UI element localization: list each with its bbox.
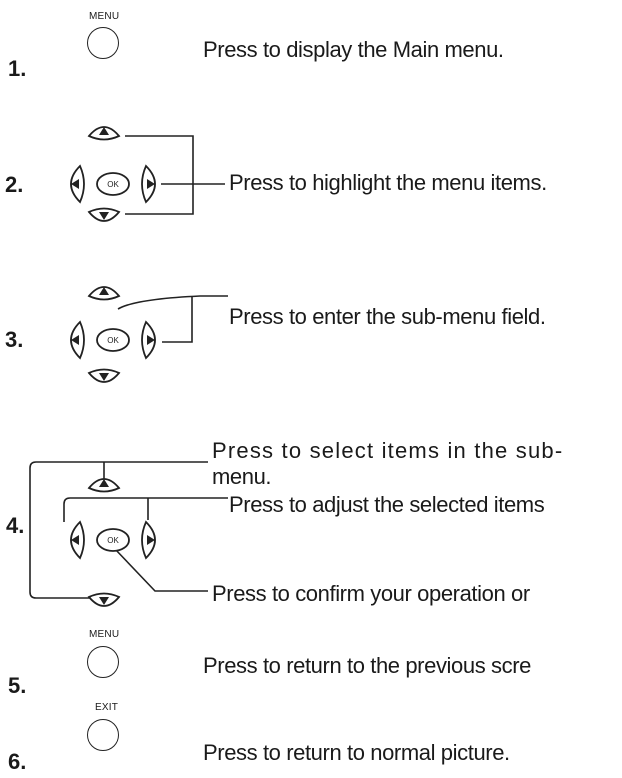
step-number-5: 5.: [8, 673, 27, 698]
left-arrow-button[interactable]: [70, 164, 85, 204]
right-arrow-button[interactable]: [141, 520, 156, 560]
ok-button[interactable]: OK: [96, 172, 130, 196]
right-triangle-icon: [147, 535, 155, 545]
step-text-4-adjust: Press to adjust the selected items: [229, 492, 545, 517]
exit-button[interactable]: [87, 719, 119, 751]
left-arrow-button[interactable]: [70, 320, 85, 360]
left-triangle-icon: [71, 335, 79, 345]
right-arrow-button[interactable]: [141, 164, 156, 204]
step-text-6: Press to return to normal picture.: [203, 740, 510, 765]
down-triangle-icon: [99, 373, 109, 381]
up-arrow-button[interactable]: [87, 286, 121, 301]
right-arrow-button[interactable]: [141, 320, 156, 360]
ok-label: OK: [107, 180, 119, 189]
step-number-1: 1.: [8, 56, 27, 81]
step-number-3: 3.: [5, 327, 24, 352]
step-number-4: 4.: [6, 513, 25, 538]
step-text-4-select: Press to select items in the sub-: [212, 438, 564, 463]
up-triangle-icon: [99, 287, 109, 295]
step-text-3: Press to enter the sub-menu field.: [229, 304, 546, 329]
left-triangle-icon: [71, 535, 79, 545]
connector-line: [162, 296, 193, 343]
right-triangle-icon: [147, 179, 155, 189]
down-triangle-icon: [99, 212, 109, 220]
connector-line: [63, 497, 228, 522]
down-triangle-icon: [99, 597, 109, 605]
down-arrow-button[interactable]: [87, 368, 121, 383]
connector-line: [117, 295, 228, 310]
up-triangle-icon: [99, 127, 109, 135]
ok-label: OK: [107, 536, 119, 545]
up-arrow-button[interactable]: [87, 478, 121, 493]
down-arrow-button[interactable]: [87, 592, 121, 607]
step-text-5: Press to return to the previous scre: [203, 653, 531, 678]
left-arrow-button[interactable]: [70, 520, 85, 560]
step-text-4-select-cont: menu.: [212, 464, 272, 489]
up-triangle-icon: [99, 479, 109, 487]
step-text-2: Press to highlight the menu items.: [229, 170, 547, 195]
step-number-2: 2.: [5, 172, 24, 197]
step-text-4-confirm: Press to confirm your operation or: [212, 581, 530, 606]
ok-label: OK: [107, 336, 119, 345]
down-arrow-button[interactable]: [87, 207, 121, 222]
left-triangle-icon: [71, 179, 79, 189]
up-arrow-button[interactable]: [87, 126, 121, 141]
connector-line: [29, 461, 208, 599]
connector-line: [114, 548, 208, 592]
step-text-1: Press to display the Main menu.: [203, 37, 504, 62]
step-number-6: 6.: [8, 749, 27, 774]
menu-button-label-5: MENU: [89, 629, 120, 640]
exit-button-label: EXIT: [95, 702, 119, 713]
ok-button[interactable]: OK: [96, 328, 130, 352]
connector-line: [125, 135, 194, 215]
right-triangle-icon: [147, 335, 155, 345]
menu-button-label-1: MENU: [89, 11, 120, 22]
ok-button[interactable]: OK: [96, 528, 130, 552]
menu-button[interactable]: [87, 27, 119, 59]
menu-button[interactable]: [87, 646, 119, 678]
